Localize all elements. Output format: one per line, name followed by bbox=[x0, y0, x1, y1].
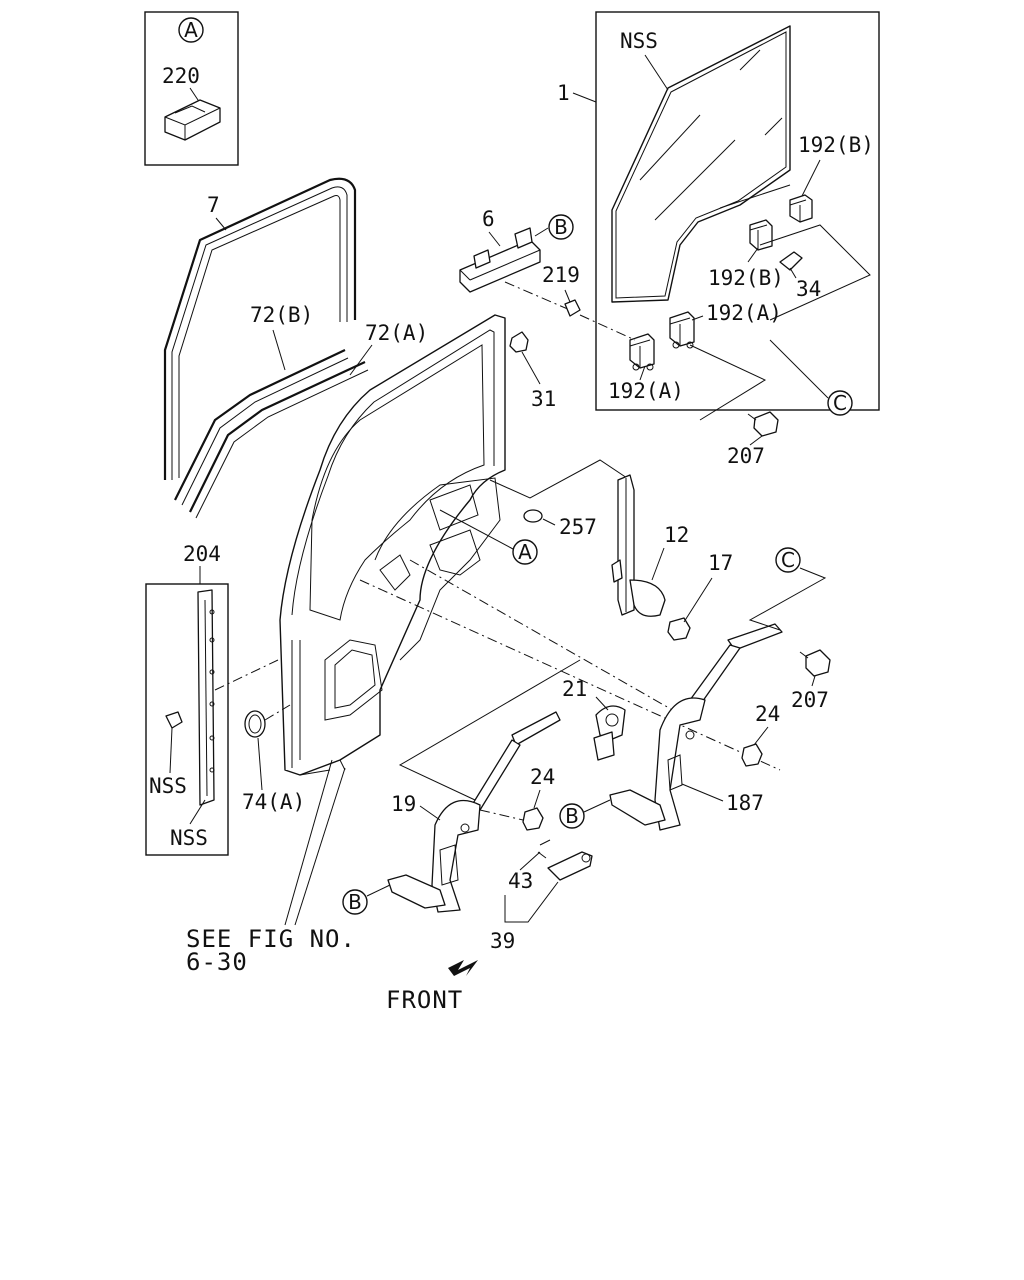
label-7: 7 bbox=[207, 193, 220, 217]
label-220: 220 bbox=[162, 64, 200, 88]
part-34-pad bbox=[779, 251, 803, 271]
label-192a-1: 192(A) bbox=[706, 301, 782, 325]
label-74a: 74(A) bbox=[242, 790, 305, 814]
glass-box: 1 NSS 192(B) 192(B) 34 bbox=[557, 11, 880, 421]
callout-b-right bbox=[559, 803, 585, 829]
regulator-part-19 bbox=[387, 711, 561, 913]
channel-part-12 bbox=[611, 474, 666, 617]
label-12: 12 bbox=[664, 523, 689, 547]
front-label: FRONT bbox=[386, 986, 463, 1014]
label-72a: 72(A) bbox=[365, 321, 428, 345]
label-nss-1: NSS bbox=[149, 774, 187, 798]
label-192b-1: 192(B) bbox=[798, 133, 874, 157]
label-1: 1 bbox=[557, 81, 570, 105]
part-192a-left bbox=[629, 333, 655, 371]
callout-b-rail-text: B bbox=[554, 215, 568, 239]
label-187: 187 bbox=[726, 791, 764, 815]
callout-b-left bbox=[342, 889, 368, 915]
guide-rail-part-6 bbox=[459, 227, 541, 293]
callout-a-door bbox=[512, 539, 538, 565]
seal-part-74a bbox=[244, 710, 266, 738]
see-fig-line2: 6-30 bbox=[186, 948, 248, 976]
callout-b-right-text: B bbox=[565, 804, 579, 828]
bolt-part-17 bbox=[667, 617, 691, 641]
callout-b-rail bbox=[548, 214, 574, 240]
label-17: 17 bbox=[708, 551, 733, 575]
label-nss-glass: NSS bbox=[620, 29, 658, 53]
label-21: 21 bbox=[562, 677, 587, 701]
callout-a-box-text: A bbox=[184, 18, 198, 42]
inset-box-a: A 220 bbox=[144, 11, 239, 166]
regulator-part-187 bbox=[609, 623, 783, 831]
inset-box-204: 204 NSS NSS bbox=[145, 542, 229, 856]
label-207-lower: 207 bbox=[791, 688, 829, 712]
callout-c-regulator bbox=[775, 547, 801, 573]
part-192b-upper bbox=[789, 194, 813, 223]
label-257: 257 bbox=[559, 515, 597, 539]
label-192a-2: 192(A) bbox=[608, 379, 684, 403]
label-204: 204 bbox=[183, 542, 221, 566]
label-34: 34 bbox=[796, 277, 821, 301]
front-arrow-icon bbox=[448, 960, 478, 976]
handle-part-21 bbox=[593, 705, 626, 761]
callout-c-regulator-text: C bbox=[781, 548, 795, 572]
label-72b: 72(B) bbox=[250, 303, 313, 327]
callout-c-glass-text: C bbox=[833, 391, 847, 415]
door-panel bbox=[279, 314, 506, 776]
label-219: 219 bbox=[542, 263, 580, 287]
label-43: 43 bbox=[508, 869, 533, 893]
label-39: 39 bbox=[490, 929, 515, 953]
bolt-part-24-right bbox=[741, 743, 763, 767]
clip-nss-1 bbox=[165, 711, 183, 729]
callout-a-door-text: A bbox=[518, 540, 532, 564]
label-24-right: 24 bbox=[755, 702, 780, 726]
part-207-upper bbox=[747, 411, 779, 437]
weatherstrip-part-7 bbox=[163, 177, 357, 480]
callout-c-glass bbox=[827, 390, 853, 416]
bolt-part-207-lower bbox=[799, 649, 831, 677]
label-6: 6 bbox=[482, 207, 495, 231]
strip-part-72a bbox=[189, 361, 369, 519]
label-192b-2: 192(B) bbox=[708, 266, 784, 290]
label-31: 31 bbox=[531, 387, 556, 411]
grommet-part-257 bbox=[523, 509, 543, 523]
part-220-clip bbox=[164, 99, 221, 141]
part-192a-right bbox=[669, 311, 695, 349]
label-207-upper: 207 bbox=[727, 444, 765, 468]
callout-a-box bbox=[178, 17, 204, 43]
strip-part-204 bbox=[197, 589, 215, 806]
part-192b-lower bbox=[749, 219, 773, 251]
door-glass-part-1 bbox=[611, 25, 791, 303]
label-nss-2: NSS bbox=[170, 826, 208, 850]
callout-b-left-text: B bbox=[348, 890, 362, 914]
label-24-left: 24 bbox=[530, 765, 555, 789]
bolt-part-31 bbox=[509, 331, 529, 353]
strip-part-72b bbox=[174, 349, 349, 506]
clip-part-219 bbox=[564, 299, 581, 317]
label-19: 19 bbox=[391, 792, 416, 816]
window-handle-part-43 bbox=[537, 839, 593, 881]
see-fig-line1: SEE FIG NO. bbox=[186, 925, 356, 953]
bolt-part-24-left bbox=[522, 807, 544, 831]
